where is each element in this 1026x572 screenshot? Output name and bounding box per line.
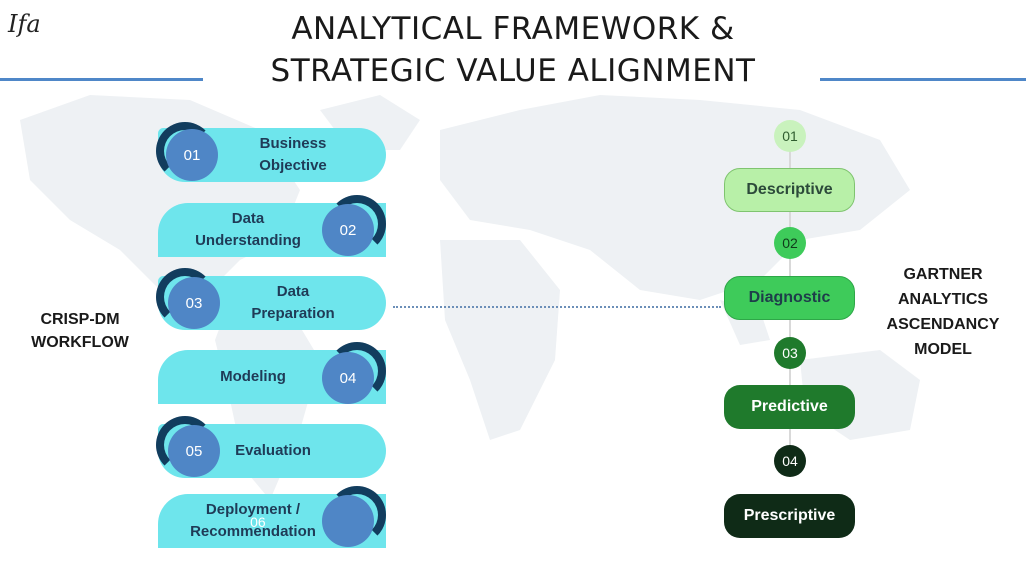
step-ring	[328, 342, 386, 400]
title-rule-left	[0, 78, 203, 81]
step-ring	[156, 268, 214, 326]
gartner-number-02: 02	[774, 227, 806, 259]
crisp-label-line-2: WORKFLOW	[31, 334, 129, 351]
step-number-badge: 03	[168, 277, 220, 329]
step-ring	[328, 195, 386, 253]
step-number-faded: 06	[250, 514, 266, 530]
gartner-step-predictive: Predictive	[724, 385, 855, 429]
step-label: Evaluation	[235, 442, 311, 459]
title-line-2: STRATEGIC VALUE ALIGNMENT	[270, 53, 756, 89]
dotted-connector	[393, 306, 721, 308]
gartner-number-03: 03	[774, 337, 806, 369]
title-line-1: ANALYTICAL FRAMEWORK &	[291, 11, 735, 47]
crisp-step-deployment: Deployment / Recommendation 06	[158, 486, 386, 548]
step-label: Modeling	[220, 368, 286, 385]
page-title: ANALYTICAL FRAMEWORK & STRATEGIC VALUE A…	[213, 8, 813, 92]
gartner-model-label: GARTNER ANALYTICS ASCENDANCY MODEL	[873, 262, 1013, 362]
logo: Ifa	[8, 10, 41, 38]
gartner-label-line-4: MODEL	[914, 341, 972, 358]
step-ring	[156, 122, 214, 180]
step-ring	[156, 416, 214, 474]
step-number-badge	[322, 495, 374, 547]
gartner-number-01: 01	[774, 120, 806, 152]
step-number-badge: 01	[166, 129, 218, 181]
gartner-number-04: 04	[774, 445, 806, 477]
step-number-badge: 02	[322, 204, 374, 256]
step-number-badge: 04	[322, 352, 374, 404]
step-ring	[328, 486, 386, 544]
gartner-label-line-1: GARTNER	[903, 266, 983, 283]
crisp-label-line-1: CRISP-DM	[40, 311, 120, 328]
title-rule-right	[820, 78, 1026, 81]
gartner-step-diagnostic: Diagnostic	[724, 276, 855, 320]
gartner-label-line-2: ANALYTICS	[897, 291, 989, 308]
step-number-badge: 05	[168, 425, 220, 477]
gartner-step-descriptive: Descriptive	[724, 168, 855, 212]
crisp-dm-label: CRISP-DM WORKFLOW	[20, 308, 140, 354]
step-label: Deployment / Recommendation 06	[190, 501, 316, 540]
gartner-step-prescriptive: Prescriptive	[724, 494, 855, 538]
crisp-step-modeling: 04 Modeling	[158, 342, 386, 404]
gartner-label-line-3: ASCENDANCY	[886, 316, 1000, 333]
crisp-step-evaluation: 05 Evaluation	[156, 416, 386, 478]
